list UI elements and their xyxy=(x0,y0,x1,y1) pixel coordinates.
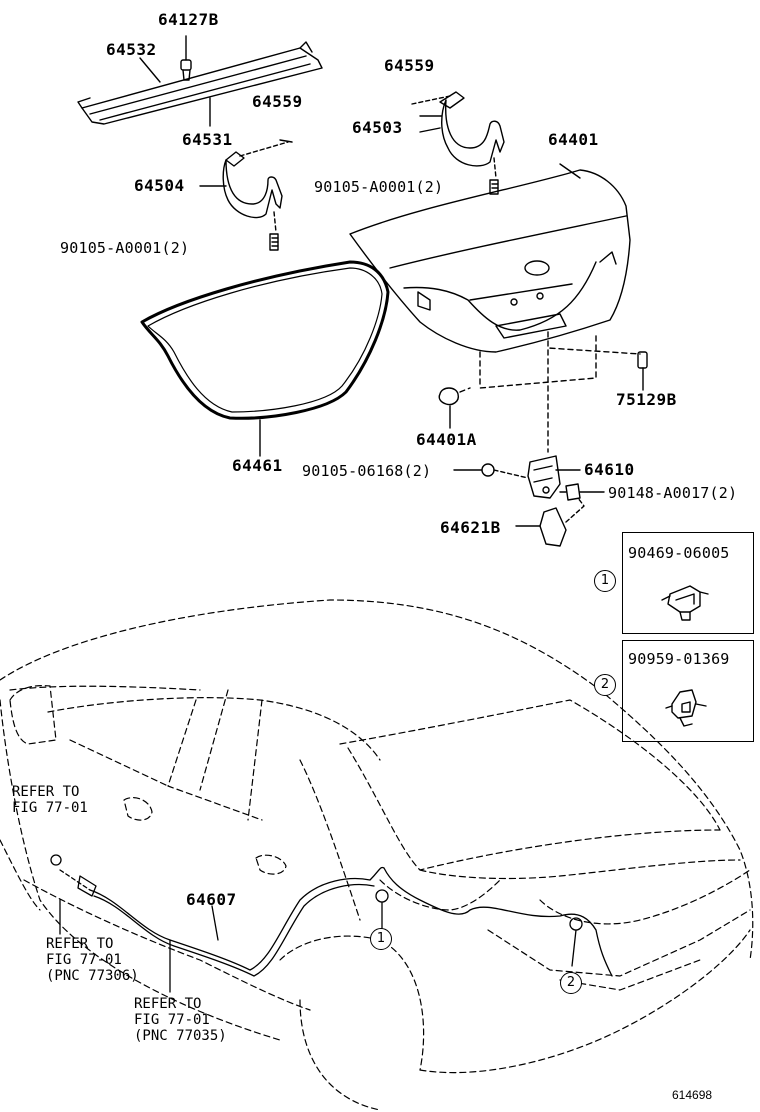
callout-2-car: 2 xyxy=(560,972,582,994)
label-64559-left: 64559 xyxy=(252,92,303,111)
label-64621B: 64621B xyxy=(440,518,501,537)
cushion-64401A xyxy=(438,387,460,406)
clip-icon-90959 xyxy=(665,689,707,727)
reference-note-3: REFER TO FIG 77-01 (PNC 77035) xyxy=(134,996,227,1044)
label-75129B: 75129B xyxy=(616,390,677,409)
reference-2-line-1: REFER TO xyxy=(46,936,114,952)
clip-box-2-part: 90959-01369 xyxy=(628,650,730,668)
lid-leaders xyxy=(459,331,641,453)
label-64607: 64607 xyxy=(186,890,237,909)
callout-1-box: 1 xyxy=(594,570,616,592)
label-64461: 64461 xyxy=(232,456,283,475)
clip-box-1 xyxy=(622,532,754,634)
label-64610: 64610 xyxy=(584,460,635,479)
wire-harness-64607 xyxy=(50,854,613,993)
reference-1-line-2: FIG 77-01 xyxy=(12,800,88,816)
weatherstrip-64461 xyxy=(140,260,390,457)
label-64504: 64504 xyxy=(134,176,185,195)
label-64531: 64531 xyxy=(182,130,233,149)
reference-1-line-1: REFER TO xyxy=(12,784,80,800)
label-64532: 64532 xyxy=(106,40,157,59)
protector-64621B xyxy=(515,497,585,547)
label-90148-A0017: 90148-A0017(2) xyxy=(608,484,738,502)
bolt-90105-06168 xyxy=(453,463,529,479)
label-64401: 64401 xyxy=(548,130,599,149)
lock-64610 xyxy=(527,455,581,499)
reference-2-line-3: (PNC 77306) xyxy=(46,968,139,984)
reference-3-line-3: (PNC 77035) xyxy=(134,1028,227,1044)
label-90105-A0001-left: 90105-A0001(2) xyxy=(60,239,190,257)
label-90105-06168: 90105-06168(2) xyxy=(302,462,432,480)
label-64127B: 64127B xyxy=(158,10,219,29)
hinge-64503 xyxy=(411,91,505,195)
label-90105-A0001-right: 90105-A0001(2) xyxy=(314,178,444,196)
clip-64127B xyxy=(180,35,192,81)
label-64401A: 64401A xyxy=(416,430,477,449)
reference-3-line-1: REFER TO xyxy=(134,996,202,1012)
bolt-90148-A0017 xyxy=(559,483,605,501)
reference-2-line-2: FIG 77-01 xyxy=(46,952,122,968)
reference-note-1: REFER TO FIG 77-01 xyxy=(12,784,88,816)
spoiler-64532 xyxy=(77,41,323,125)
car-body xyxy=(0,599,754,1111)
leader-64532 xyxy=(139,57,161,83)
trunk-lid-64401 xyxy=(349,163,631,353)
clip-box-2 xyxy=(622,640,754,742)
hinge-64504 xyxy=(199,139,293,251)
callout-1-car: 1 xyxy=(370,928,392,950)
diagram-id: 614698 xyxy=(672,1088,713,1102)
reference-note-2: REFER TO FIG 77-01 (PNC 77306) xyxy=(46,936,139,984)
label-64503: 64503 xyxy=(352,118,403,137)
reference-3-line-2: FIG 77-01 xyxy=(134,1012,210,1028)
clip-box-1-part: 90469-06005 xyxy=(628,544,730,562)
callout-2-box: 2 xyxy=(594,674,616,696)
clip-icon-90469 xyxy=(661,585,709,621)
label-64559-right: 64559 xyxy=(384,56,435,75)
